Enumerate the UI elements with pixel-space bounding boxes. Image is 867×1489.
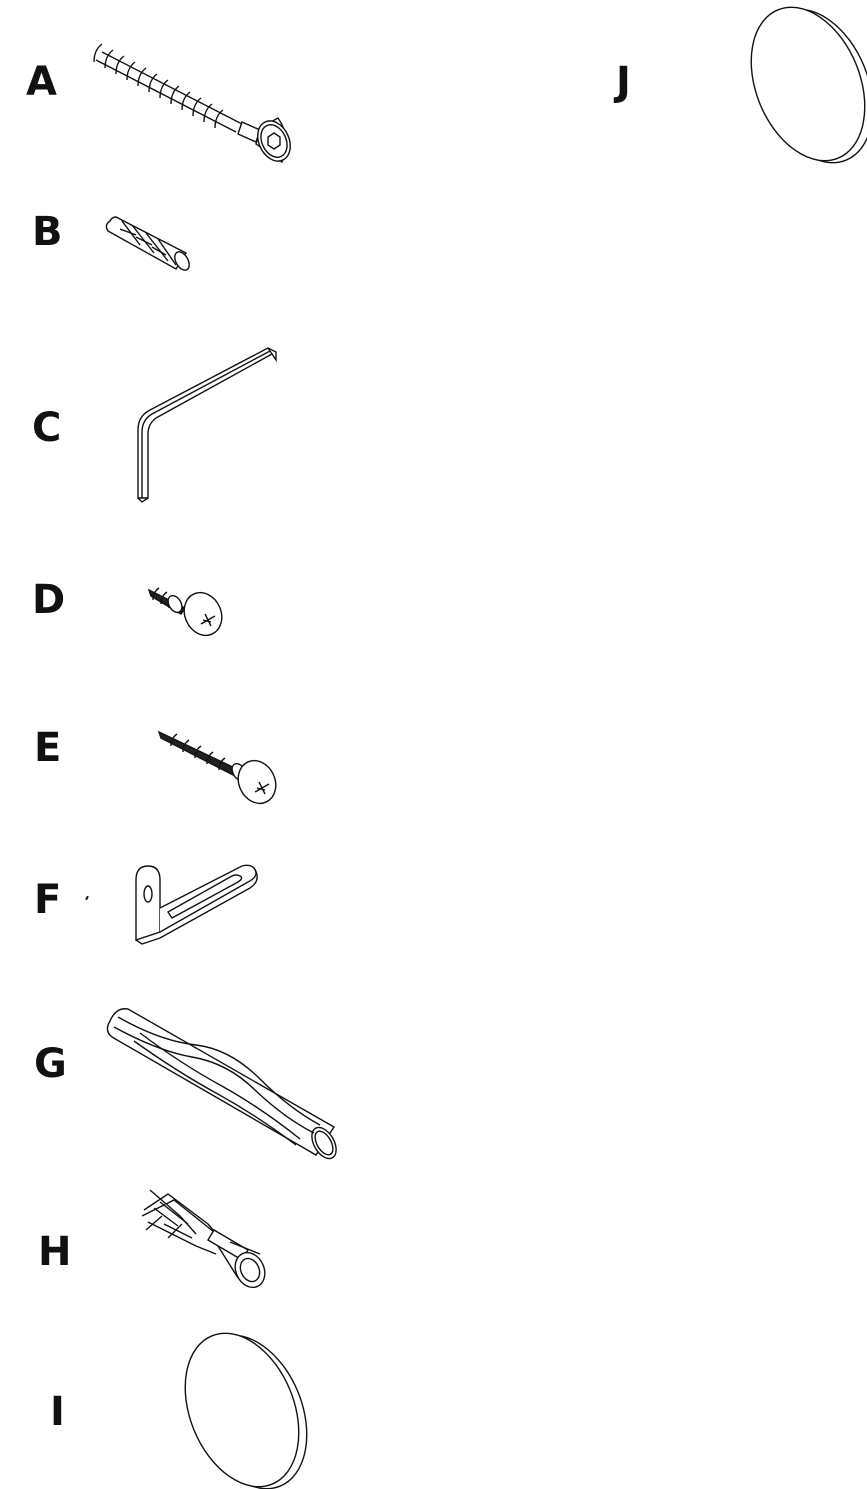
- part-label-h: H: [38, 1229, 72, 1275]
- cover-cap-icon: [178, 1330, 312, 1489]
- part-label-a: A: [26, 59, 57, 105]
- long-phillips-screw-icon: [155, 726, 283, 812]
- stray-mark: [85, 895, 89, 901]
- part-label-f: F: [34, 877, 62, 923]
- part-label-d: D: [32, 577, 66, 623]
- long-wood-dowel-icon: [100, 1005, 340, 1165]
- cam-screw-icon: [92, 38, 304, 178]
- cover-cap-icon: [742, 4, 867, 164]
- part-label-j: J: [616, 59, 631, 105]
- short-phillips-screw-icon: [145, 582, 231, 644]
- part-label-c: C: [32, 405, 62, 451]
- part-label-i: I: [50, 1389, 65, 1435]
- wall-anchor-icon: [138, 1186, 276, 1290]
- l-bracket-icon: [128, 860, 268, 948]
- part-label-g: G: [34, 1041, 67, 1087]
- part-label-b: B: [32, 209, 63, 255]
- part-label-e: E: [34, 725, 62, 771]
- short-wood-dowel-icon: [100, 215, 196, 277]
- allen-key-icon: [130, 344, 286, 506]
